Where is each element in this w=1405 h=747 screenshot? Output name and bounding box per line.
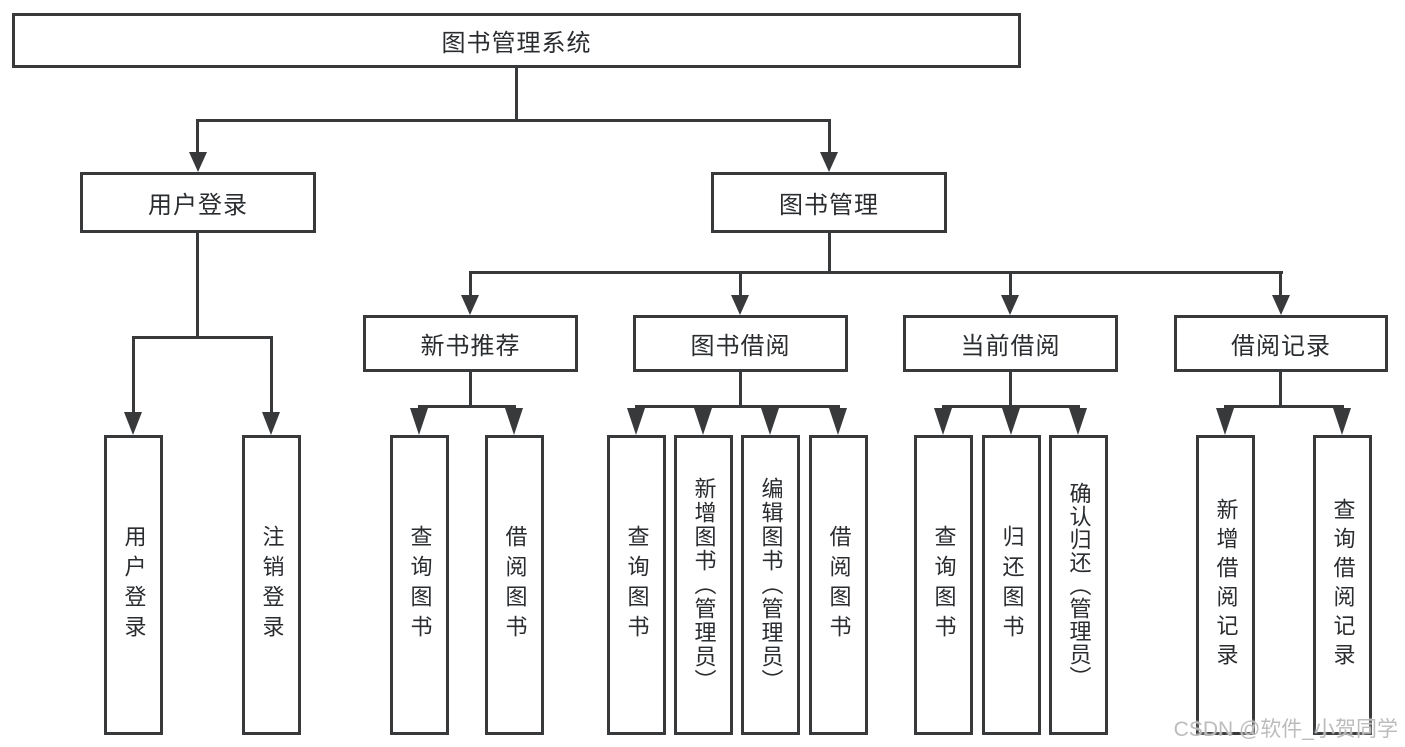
connector-line — [828, 233, 831, 271]
connector-line — [196, 119, 831, 122]
node-user-login-label: 用户登录 — [148, 192, 248, 219]
node-borrow-records-label: 借阅记录 — [1231, 333, 1331, 360]
arrow-down-icon — [1069, 408, 1087, 435]
node-book-management: 图书管理 — [711, 172, 947, 233]
connector-line — [196, 122, 199, 152]
arrow-down-icon — [410, 408, 428, 435]
connector-line — [739, 274, 742, 295]
leaf-confirm-return-admin-label: 确认归还（管理员） — [1066, 481, 1092, 689]
arrow-down-icon — [829, 408, 847, 435]
node-current-borrow-label: 当前借阅 — [960, 333, 1061, 360]
leaf-add-borrow-record: 新增借阅记录 — [1196, 435, 1255, 735]
arrow-down-icon — [694, 408, 712, 435]
node-root: 图书管理系统 — [12, 13, 1021, 68]
csdn-watermark: CSDN @软件_小贺同学 — [1173, 718, 1398, 741]
arrow-down-icon — [1333, 408, 1351, 435]
node-book-management-label: 图书管理 — [779, 192, 879, 219]
leaf-query-books-borrow: 查询图书 — [607, 435, 666, 735]
leaf-query-books-current: 查询图书 — [914, 435, 973, 735]
node-root-label: 图书管理系统 — [441, 30, 592, 57]
arrow-down-icon — [505, 408, 523, 435]
connector-line — [1279, 372, 1282, 405]
connector-line — [515, 67, 518, 119]
leaf-edit-book-admin-label: 编辑图书（管理员） — [758, 477, 784, 693]
leaf-user-login: 用户登录 — [104, 435, 163, 735]
leaf-return-book: 归还图书 — [982, 435, 1041, 735]
leaf-query-borrow-record-label: 查询借阅记录 — [1330, 498, 1356, 672]
connector-line — [132, 339, 135, 412]
leaf-add-borrow-record-label: 新增借阅记录 — [1213, 498, 1239, 672]
leaf-query-books-borrow-label: 查询图书 — [624, 525, 650, 645]
leaf-borrow-books-borrow-label: 借阅图书 — [826, 525, 852, 645]
leaf-query-books-recommend: 查询图书 — [390, 435, 449, 735]
connector-line — [828, 122, 831, 152]
leaf-borrow-books-recommend-label: 借阅图书 — [502, 525, 528, 645]
connector-line — [469, 372, 472, 405]
arrow-down-icon — [627, 408, 645, 435]
arrow-down-icon — [731, 295, 749, 315]
node-new-book-recommend-label: 新书推荐 — [420, 333, 521, 360]
node-book-borrow-label: 图书借阅 — [690, 333, 791, 360]
connector-line — [469, 274, 472, 295]
connector-line — [418, 405, 516, 408]
connector-line — [1279, 274, 1282, 295]
arrow-down-icon — [1272, 295, 1290, 315]
leaf-logout: 注销登录 — [242, 435, 301, 735]
connector-line — [132, 336, 273, 339]
leaf-query-books-recommend-label: 查询图书 — [407, 525, 433, 645]
leaf-borrow-books-borrow: 借阅图书 — [809, 435, 868, 735]
leaf-query-borrow-record: 查询借阅记录 — [1313, 435, 1372, 735]
connector-line — [196, 233, 199, 336]
connector-line — [1009, 274, 1012, 295]
connector-line — [469, 271, 1283, 274]
connector-line — [1224, 405, 1344, 408]
leaf-add-book-admin: 新增图书（管理员） — [674, 435, 733, 735]
connector-line — [270, 339, 273, 412]
node-user-login: 用户登录 — [80, 172, 316, 233]
node-new-book-recommend: 新书推荐 — [363, 315, 578, 372]
leaf-borrow-books-recommend: 借阅图书 — [485, 435, 544, 735]
arrow-down-icon — [1001, 295, 1019, 315]
leaf-confirm-return-admin: 确认归还（管理员） — [1049, 435, 1108, 735]
leaf-user-login-label: 用户登录 — [121, 525, 147, 645]
connector-line — [1009, 372, 1012, 405]
arrow-down-icon — [761, 408, 779, 435]
arrow-down-icon — [124, 412, 142, 435]
arrow-down-icon — [934, 408, 952, 435]
leaf-logout-label: 注销登录 — [259, 525, 285, 645]
arrow-down-icon — [461, 295, 479, 315]
leaf-edit-book-admin: 编辑图书（管理员） — [741, 435, 800, 735]
arrow-down-icon — [1216, 408, 1234, 435]
connector-line — [635, 405, 840, 408]
leaf-query-books-current-label: 查询图书 — [931, 525, 957, 645]
node-book-borrow: 图书借阅 — [633, 315, 848, 372]
arrow-down-icon — [1002, 408, 1020, 435]
connector-line — [942, 405, 1080, 408]
arrow-down-icon — [262, 412, 280, 435]
connector-line — [739, 372, 742, 405]
arrow-down-icon — [820, 152, 838, 172]
leaf-add-book-admin-label: 新增图书（管理员） — [691, 477, 717, 693]
arrow-down-icon — [189, 152, 207, 172]
node-current-borrow: 当前借阅 — [903, 315, 1118, 372]
node-borrow-records: 借阅记录 — [1174, 315, 1388, 372]
leaf-return-book-label: 归还图书 — [999, 525, 1025, 645]
